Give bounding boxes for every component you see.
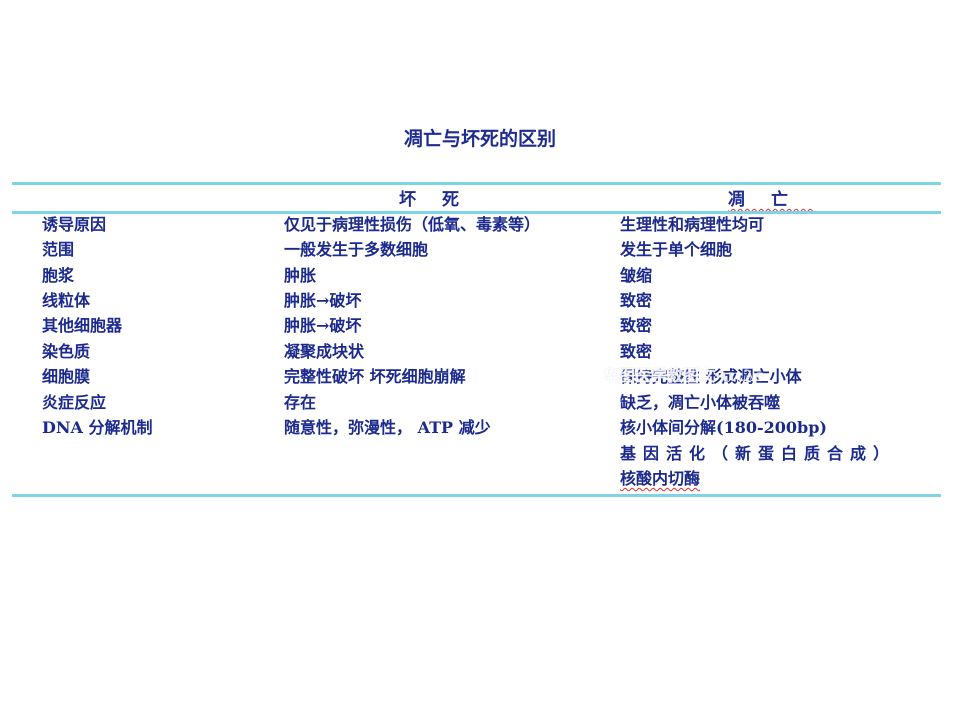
row-necrosis: 随意性，弥漫性， ATP 减少 [284, 418, 491, 437]
row-feature: DNA 分解机制 [42, 418, 153, 437]
row-apoptosis: 致密 [620, 316, 653, 335]
row-necrosis: 完整性破坏 坏死细胞崩解 [284, 367, 466, 386]
row-feature: 范围 [42, 240, 75, 259]
row-necrosis: 一般发生于多数细胞 [284, 240, 429, 259]
row-necrosis: 肿胀 [284, 266, 317, 285]
row-apoptosis: 致密 [620, 291, 653, 310]
header-apoptosis: 凋亡 [728, 185, 814, 210]
row-necrosis: 凝聚成块状 [284, 342, 365, 361]
row-feature: 诱导原因 [42, 215, 107, 234]
table-header-rule [12, 211, 941, 214]
row-apoptosis: 致密 [620, 342, 653, 361]
row-necrosis: 存在 [284, 393, 317, 412]
row-apoptosis: 生理性和病理性均可 [620, 215, 765, 234]
header-apoptosis-text: 凋亡 [728, 190, 814, 210]
row-feature: 细胞膜 [42, 367, 91, 386]
row-apoptosis: 发生于单个细胞 [620, 240, 733, 259]
row-apoptosis: 皱缩 [620, 266, 653, 285]
page-title: 凋亡与坏死的区别 [403, 128, 556, 150]
row-necrosis: 仅见于病理性损伤（低氧、毒素等） [284, 215, 541, 234]
apoptosis-extra-line: 基因活化（新蛋白质合成） [620, 444, 897, 463]
row-feature: 炎症反应 [42, 393, 107, 412]
table-bottom-rule [12, 494, 941, 497]
row-feature: 胞浆 [42, 266, 75, 285]
apoptosis-extra-line-text: 核酸内切酶 [620, 469, 701, 488]
header-necrosis: 坏死 [399, 190, 485, 210]
row-necrosis: 肿胀→破坏 [284, 316, 362, 335]
watermark: 华图医学教图文·ιιιλs [603, 366, 765, 385]
row-apoptosis: 保持完整性 形成凋亡小体 [620, 367, 802, 386]
row-apoptosis: 缺乏，凋亡小体被吞噬 [620, 393, 781, 412]
row-apoptosis: 核小体间分解(180-200bp) [620, 418, 827, 437]
row-necrosis: 肿胀→破坏 [284, 291, 362, 310]
row-feature: 其他细胞器 [42, 316, 123, 335]
row-feature: 线粒体 [42, 291, 91, 310]
apoptosis-extra-line: 核酸内切酶 [620, 469, 700, 489]
row-feature: 染色质 [42, 342, 91, 361]
table-top-rule [12, 182, 941, 185]
